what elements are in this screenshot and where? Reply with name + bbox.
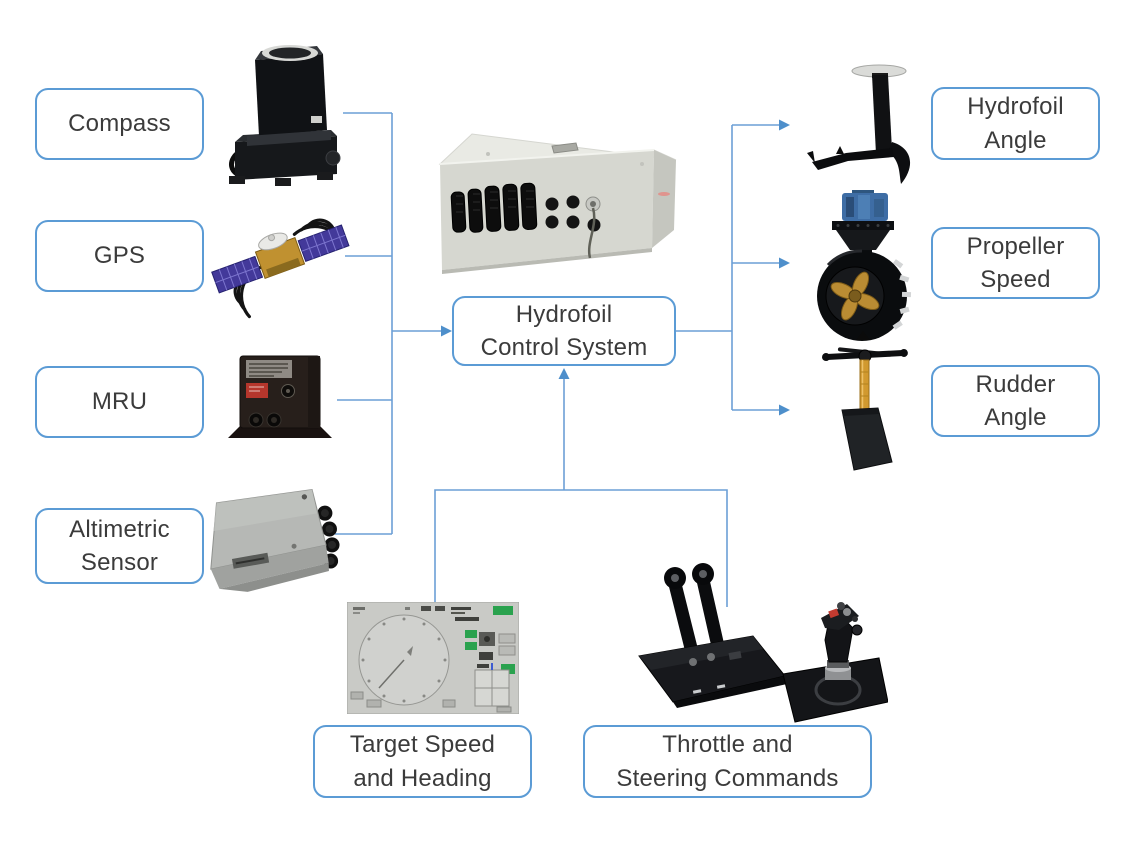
arrow-hydrofoil-angle-icon bbox=[779, 119, 790, 131]
altimetric-sensor-image bbox=[210, 489, 340, 592]
propeller-thruster-image bbox=[817, 190, 912, 341]
node-hydrofoil-control-system: Hydrofoil Control System bbox=[452, 296, 676, 366]
node-compass: Compass bbox=[35, 88, 204, 160]
mru-device-image bbox=[228, 355, 332, 438]
wire-command-bus bbox=[434, 489, 728, 607]
gyrocompass-image bbox=[229, 45, 341, 186]
node-altimetric-sensor: Altimetric Sensor bbox=[35, 508, 204, 584]
node-hydrofoil-angle: Hydrofoil Angle bbox=[931, 87, 1100, 160]
rudder-image bbox=[822, 347, 908, 471]
control-system-enclosure-image bbox=[438, 133, 677, 274]
hydrofoil-image bbox=[807, 64, 911, 184]
arrow-into-control-icon bbox=[441, 325, 452, 337]
arrow-rudder-angle-icon bbox=[779, 404, 790, 416]
arrow-commands-up-icon bbox=[558, 368, 570, 379]
node-target-speed-heading: Target Speed and Heading bbox=[313, 725, 532, 798]
arrow-propeller-speed-icon bbox=[779, 257, 790, 269]
gps-satellite-image bbox=[211, 218, 350, 319]
node-mru: MRU bbox=[35, 366, 204, 438]
node-rudder-angle: Rudder Angle bbox=[931, 365, 1100, 437]
throttle-joystick-image bbox=[638, 563, 888, 723]
node-propeller-speed: Propeller Speed bbox=[931, 227, 1100, 299]
navigation-display-image bbox=[347, 602, 519, 714]
node-throttle-steering-commands: Throttle and Steering Commands bbox=[583, 725, 872, 798]
node-gps: GPS bbox=[35, 220, 204, 292]
